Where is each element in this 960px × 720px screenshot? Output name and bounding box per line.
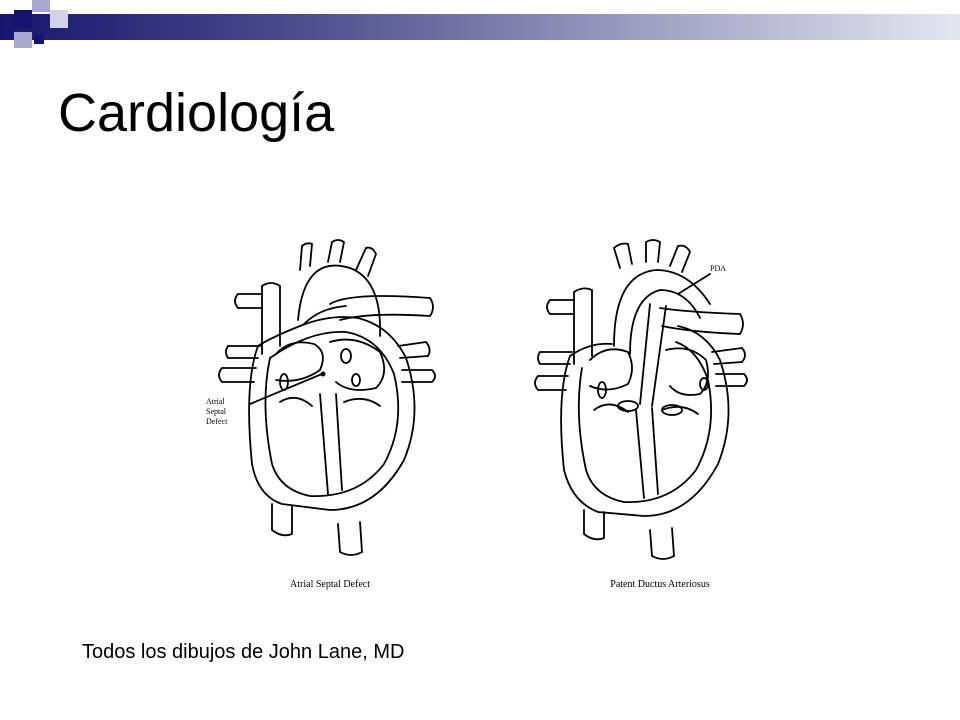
heart-asd-drawing [218, 239, 436, 556]
decor-square-pale [50, 10, 68, 28]
annotation-line: Septal [206, 407, 226, 416]
annotation-line: Atrial [206, 397, 225, 406]
heart-diagram-asd: Atrial Septal Defect Atrial Septal Defec… [180, 234, 480, 594]
annotation-line: Defect [206, 417, 228, 426]
heart-diagram-pda: PDA Patent Ductus Arteriosus [510, 234, 810, 594]
figure-caption: Patent Ductus Arteriosus [610, 579, 710, 590]
slide-title: Cardiología [58, 83, 335, 143]
image-credit: Todos los dibujos de John Lane, MD [82, 641, 405, 663]
decor-square-lavender [14, 32, 32, 48]
asd-annotation: Atrial Septal Defect [206, 397, 246, 427]
decor-square-navy [14, 10, 32, 28]
header-gradient-band [0, 14, 960, 40]
heart-pda-drawing [534, 239, 748, 560]
figure-caption: Atrial Septal Defect [290, 579, 370, 590]
pda-annotation: PDA [710, 264, 727, 273]
decor-square-navy [34, 34, 44, 44]
decor-square-lavender [32, 0, 50, 12]
